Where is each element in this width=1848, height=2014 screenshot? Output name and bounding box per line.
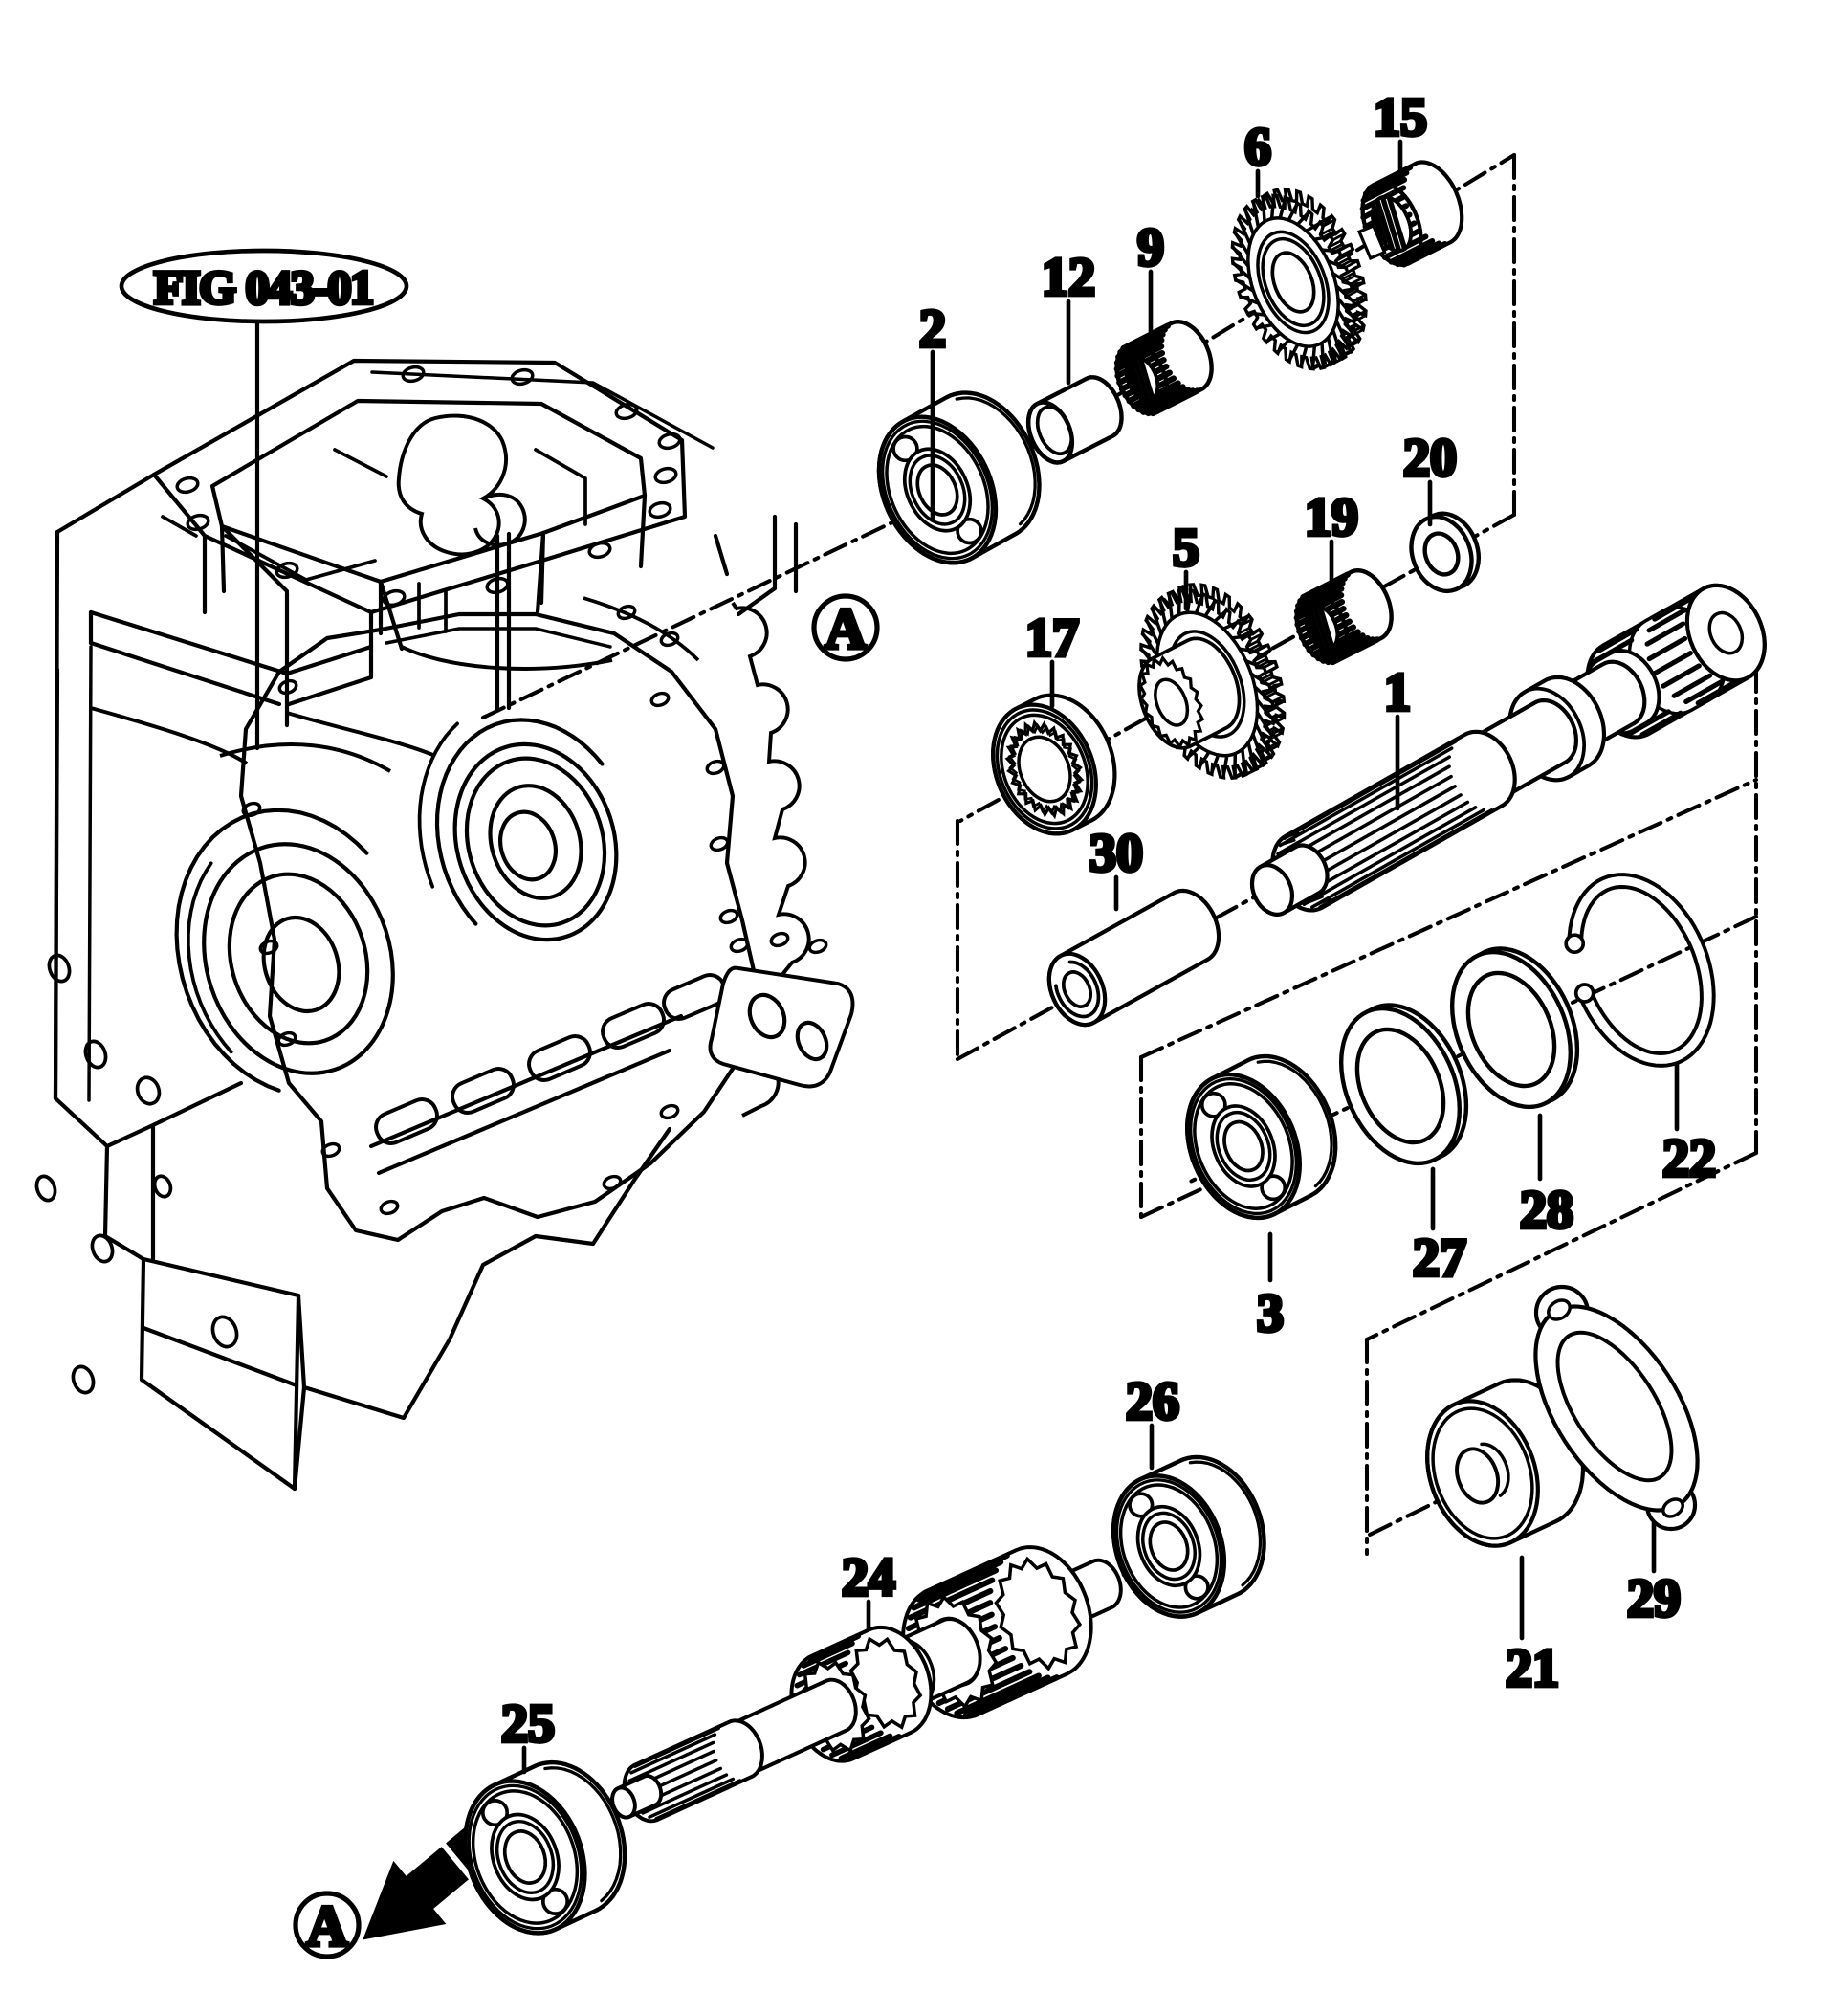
svg-text:22: 22 [1662,1129,1716,1188]
svg-text:20: 20 [1403,429,1457,488]
svg-text:24: 24 [842,1548,895,1607]
svg-text:3: 3 [1257,1284,1284,1343]
svg-text:21: 21 [1506,1639,1559,1698]
svg-text:28: 28 [1520,1181,1573,1240]
svg-text:17: 17 [1025,609,1079,668]
svg-text:FIG 043-01: FIG 043-01 [154,260,374,314]
svg-text:30: 30 [1089,824,1143,883]
svg-text:2: 2 [919,299,946,359]
svg-text:15: 15 [1374,88,1427,147]
svg-text:1: 1 [1384,663,1411,722]
svg-text:27: 27 [1413,1228,1466,1288]
svg-text:12: 12 [1042,248,1095,307]
svg-text:25: 25 [501,1694,555,1754]
svg-text:26: 26 [1126,1372,1179,1431]
svg-text:19: 19 [1305,488,1358,547]
svg-text:29: 29 [1627,1569,1681,1628]
svg-text:9: 9 [1137,218,1164,277]
svg-text:A: A [825,597,866,660]
svg-text:A: A [306,1894,347,1958]
svg-text:5: 5 [1173,519,1199,578]
svg-text:6: 6 [1244,118,1271,177]
